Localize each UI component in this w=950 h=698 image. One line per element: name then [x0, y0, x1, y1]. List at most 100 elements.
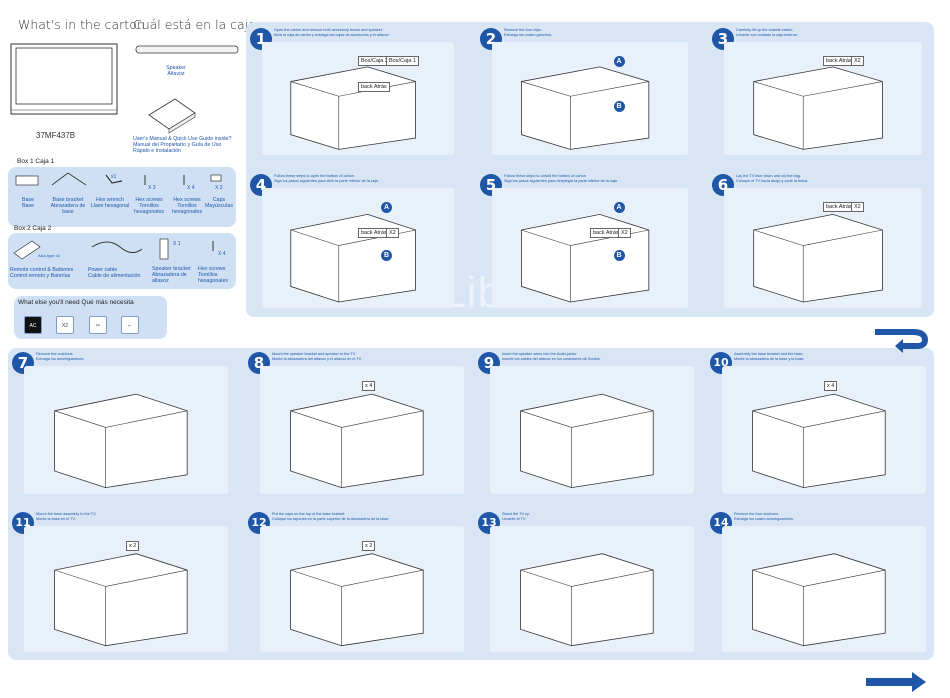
carton-edge [54, 410, 106, 428]
step-label: back Atrás [823, 55, 855, 66]
carton-shape [520, 393, 654, 489]
carton-shape [290, 66, 417, 150]
step-caption-es: Monte la base en el TV. [36, 517, 76, 521]
step-caption-en: Open the carton and remove both accessor… [274, 28, 383, 32]
carton-edge [290, 229, 339, 246]
manuals-label: User's Manual & Quick Use Guide inside? … [133, 136, 232, 154]
carton-edge [521, 81, 571, 97]
box2-title: Box 2 Caja 2 [14, 225, 52, 232]
step-label: A [613, 202, 625, 214]
carton-edge [105, 410, 188, 428]
box1-panel [8, 167, 236, 227]
step-label: x 4 [362, 381, 376, 392]
carton-edge [54, 569, 106, 587]
step-label: B [613, 250, 625, 262]
carton-drawing [753, 66, 883, 150]
carton-shape [753, 66, 883, 150]
step-caption-en: Lay the TV face down and cut the bag. [736, 174, 801, 178]
step-caption-es: Inserte los cables del altavoz en los co… [502, 357, 601, 361]
step-label: X2 [851, 202, 864, 213]
speaker-label: Speaker Altavoz [166, 65, 186, 77]
step-caption-es: Monte la abrazadera de la base y la base… [734, 357, 805, 361]
carton-edge [290, 569, 342, 587]
step-label: back Atrás [358, 228, 390, 239]
ac-outlet-icon: AC [24, 316, 42, 334]
step-illustration [490, 526, 694, 652]
carton-drawing [54, 553, 188, 647]
carton-drawing [290, 393, 424, 489]
scissors-icon: ✂ [89, 316, 107, 334]
carton-shape [520, 66, 650, 150]
step-caption-es: Siga los pasos siguientes para abrir la … [274, 179, 379, 183]
carton-edge [752, 569, 804, 587]
step-caption-en: Remove the four cushions. [734, 512, 780, 516]
step-label: X2 [851, 55, 864, 66]
step-caption-es: Levante el TV. [502, 517, 527, 521]
carton-drawing [520, 553, 654, 647]
carton-edge [570, 81, 649, 97]
carton-drawing [54, 393, 188, 489]
next-page-arrow-icon [866, 672, 928, 692]
carton-shape [520, 553, 654, 647]
carton-edge [571, 569, 654, 587]
carton-edge [803, 569, 886, 587]
tv-illustration [10, 43, 120, 121]
step-label: B [381, 250, 393, 262]
carton-shape [753, 213, 883, 303]
title-spanish: Cuál está en la caja [133, 17, 256, 32]
carton-edge [520, 569, 572, 587]
step-illustration: x 4 [722, 366, 926, 494]
step-label: back Atrás [590, 228, 622, 239]
step-caption-en: Put the caps on the top of the base brac… [272, 512, 346, 516]
step-caption-es: Coloque los tapones en la parte superior… [272, 517, 390, 521]
step-caption-en: Insert the speaker wires into the Audio … [502, 352, 578, 356]
carton-shape [54, 553, 188, 647]
needs-title: What else you'll need Qué más necesita [18, 299, 134, 306]
speaker-illustration [135, 42, 240, 62]
carton-edge [290, 410, 342, 428]
carton-edge [341, 569, 424, 587]
carton-edge [105, 569, 188, 587]
carton-drawing [290, 553, 424, 647]
step-illustration [24, 366, 228, 494]
carton-edge [803, 81, 883, 97]
carton-drawing [752, 393, 886, 489]
carton-shape [54, 393, 188, 489]
carton-drawing [753, 213, 883, 303]
step-label: X2 [618, 228, 631, 239]
carton-edge [341, 410, 424, 428]
two-person-icon: X2 [56, 316, 74, 334]
step-label: back Atrás [823, 202, 855, 213]
step-label: X2 [386, 228, 399, 239]
step-label: Box/Caja 1 [386, 55, 419, 66]
carton-edge [803, 229, 883, 246]
step-illustration: x 2 [260, 526, 464, 652]
step-illustration [722, 526, 926, 652]
hex-wrench-icon: ⌐ [121, 316, 139, 334]
continue-arrow-icon [873, 322, 931, 353]
step-caption-en: Stand the TV up. [502, 512, 531, 516]
step-caption-es: Levante con cuidado la caja externa. [736, 33, 798, 37]
